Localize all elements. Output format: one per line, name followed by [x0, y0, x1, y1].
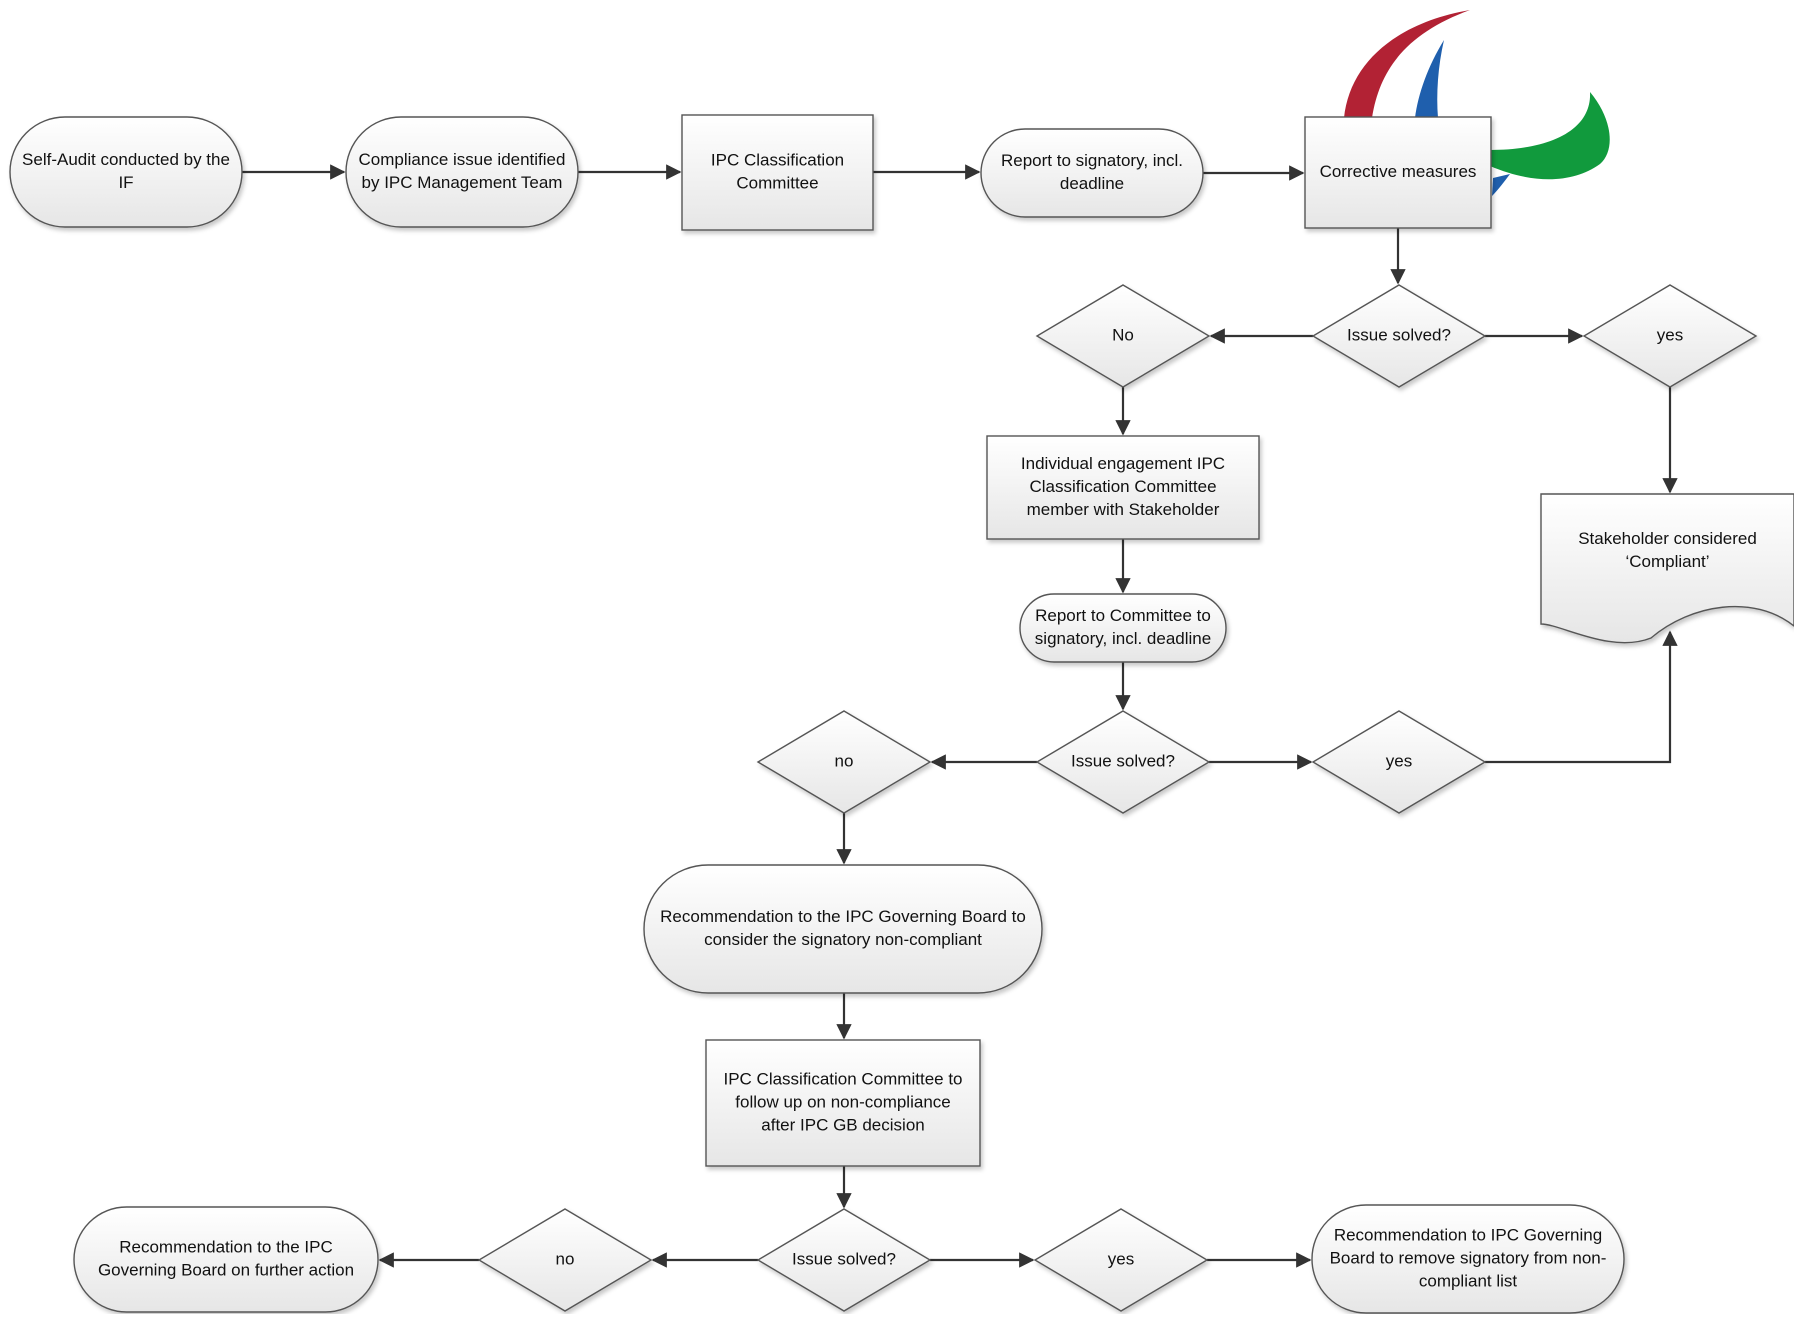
- issue-solved-1-decision-diamond: Issue solved?: [1311, 284, 1487, 388]
- ipc-classification-committee-text-line: Committee: [736, 173, 818, 192]
- stakeholder-compliant-document-shape: Stakeholder considered ‘Compliant’: [1540, 493, 1794, 644]
- no-1-outline: [1035, 284, 1211, 388]
- issue-solved-2-outline: [1035, 710, 1211, 814]
- follow-up-text-line: IPC Classification Committee to: [723, 1069, 962, 1088]
- recommendation-further-action-outline: [73, 1206, 379, 1313]
- no-3-decision-diamond: no: [477, 1208, 653, 1312]
- compliance-issue-text-line: Compliance issue identified: [359, 150, 566, 169]
- compliance-issue-text-line: by IPC Management Team: [362, 173, 563, 192]
- ipc-agitos-logo: [1344, 10, 1610, 196]
- yes-1-text-line: yes: [1657, 325, 1683, 344]
- compliance-issue-outline: [345, 116, 579, 228]
- yes-3-outline: [1033, 1208, 1209, 1312]
- recommendation-non-compliant-outline: [643, 864, 1043, 994]
- report-signatory-terminator: Report to signatory, incl. deadline: [980, 128, 1204, 218]
- no-1-text-line: No: [1112, 325, 1134, 344]
- no-2-text-line: no: [835, 751, 854, 770]
- logo-blue-agito-tail: [1492, 174, 1510, 196]
- report-signatory-outline: [980, 128, 1204, 218]
- logo-red-agito: [1344, 10, 1470, 118]
- logo-blue-agito: [1415, 40, 1444, 118]
- report-signatory-text-line: deadline: [1060, 174, 1124, 193]
- self-audit-outline: [9, 116, 243, 228]
- issue-solved-1-text-line: Issue solved?: [1347, 325, 1451, 344]
- recommendation-remove-text-line: Board to remove signatory from non-: [1330, 1248, 1607, 1267]
- issue-solved-3-decision-diamond: Issue solved?: [756, 1208, 932, 1312]
- compliance-issue-terminator: Compliance issue identified by IPC Manage…: [345, 116, 579, 228]
- follow-up-text-line: follow up on non-compliance: [735, 1092, 950, 1111]
- yes-1-outline: [1582, 284, 1758, 388]
- recommendation-further-action-terminator: Recommendation to the IPC Governing Board…: [73, 1206, 379, 1313]
- yes-3-text-line: yes: [1108, 1249, 1134, 1268]
- no-3-text-line: no: [556, 1249, 575, 1268]
- ipc-classification-committee-text-line: IPC Classification: [711, 150, 844, 169]
- ipc-classification-committee-outline: [681, 114, 874, 231]
- no-2-outline: [756, 710, 932, 814]
- individual-engagement-text-line: Classification Committee: [1029, 477, 1216, 496]
- yes-2-text-line: yes: [1386, 751, 1412, 770]
- issue-solved-2-text-line: Issue solved?: [1071, 751, 1175, 770]
- report-signatory-text-line: Report to signatory, incl.: [1001, 151, 1183, 170]
- issue-solved-2-decision-diamond: Issue solved?: [1035, 710, 1211, 814]
- logo-green-agito: [1490, 92, 1610, 180]
- recommendation-further-action-text-line: Governing Board on further action: [98, 1260, 354, 1279]
- issue-solved-3-text-line: Issue solved?: [792, 1249, 896, 1268]
- follow-up-text-line: after IPC GB decision: [761, 1115, 924, 1134]
- no-2-decision-diamond: no: [756, 710, 932, 814]
- report-committee-text-line: Report to Committee to: [1035, 606, 1211, 625]
- follow-up-outline: [705, 1039, 981, 1167]
- stakeholder-compliant-outline: [1540, 493, 1794, 644]
- yes-1-decision-diamond: yes: [1582, 284, 1758, 388]
- recommendation-non-compliant-terminator: Recommendation to the IPC Governing Boar…: [643, 864, 1043, 994]
- edge-yes-2-to-compliant: [1485, 630, 1678, 764]
- report-committee-outline: [1019, 593, 1227, 663]
- no-1-decision-diamond: No: [1035, 284, 1211, 388]
- individual-engagement-outline: [986, 435, 1260, 540]
- individual-engagement-text-line: member with Stakeholder: [1027, 500, 1220, 519]
- recommendation-remove-text-line: Recommendation to IPC Governing: [1334, 1225, 1602, 1244]
- corrective-measures-text-line: Corrective measures: [1320, 162, 1477, 181]
- recommendation-non-compliant-text-line: consider the signatory non-compliant: [704, 930, 982, 949]
- recommendation-remove-text-line: compliant list: [1419, 1271, 1518, 1290]
- corrective-measures-process-box: Corrective measures: [1304, 116, 1492, 229]
- follow-up-process-box: IPC Classification Committee to follow up…: [705, 1039, 981, 1167]
- corrective-measures-outline: [1304, 116, 1492, 229]
- connectors: [242, 164, 1678, 1268]
- yes-3-decision-diamond: yes: [1033, 1208, 1209, 1312]
- stakeholder-compliant-text-line: Stakeholder considered: [1578, 529, 1757, 548]
- self-audit-text-line: IF: [118, 173, 133, 192]
- self-audit-text-line: Self-Audit conducted by the: [22, 150, 230, 169]
- yes-2-decision-diamond: yes: [1311, 710, 1487, 814]
- recommendation-further-action-text-line: Recommendation to the IPC: [119, 1237, 333, 1256]
- individual-engagement-process-box: Individual engagement IPC Classification …: [986, 435, 1260, 540]
- report-committee-text-line: signatory, incl. deadline: [1035, 629, 1211, 648]
- issue-solved-3-outline: [756, 1208, 932, 1312]
- recommendation-remove-outline: [1311, 1204, 1625, 1314]
- no-3-outline: [477, 1208, 653, 1312]
- stakeholder-compliant-text-line: ‘Compliant’: [1625, 552, 1709, 571]
- yes-2-outline: [1311, 710, 1487, 814]
- issue-solved-1-outline: [1311, 284, 1487, 388]
- report-committee-terminator: Report to Committee to signatory, incl. d…: [1019, 593, 1227, 663]
- recommendation-non-compliant-text-line: Recommendation to the IPC Governing Boar…: [660, 907, 1026, 926]
- individual-engagement-text-line: Individual engagement IPC: [1021, 454, 1225, 473]
